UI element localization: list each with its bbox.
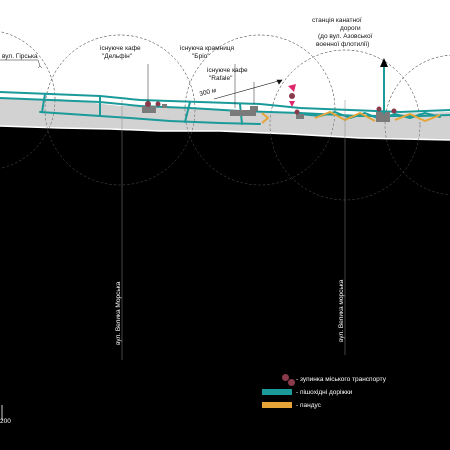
path-connector-1 <box>41 93 46 113</box>
legend-key-paths <box>262 387 294 399</box>
label-cable-station-line1: станція канатної <box>312 16 362 24</box>
arrowhead-icon <box>276 79 283 85</box>
legend-row-paths: - пішохідні доріжки <box>262 386 442 399</box>
legend-stop-icon-2 <box>288 378 295 386</box>
path-main-upper <box>0 91 450 113</box>
accent-markers <box>288 84 296 107</box>
map-legend: - зупинка міського транспорту - пішохідн… <box>262 373 442 412</box>
leader-girska-arrow-icon <box>37 65 43 69</box>
building-small-2 <box>296 114 304 119</box>
label-cafe-delfin-line2: "Дельфін" <box>102 52 133 60</box>
stop-marker-6 <box>391 108 397 114</box>
building-cafe-delfin <box>142 106 156 113</box>
label-cafe-delfin-line1: існуюче кафе <box>100 44 141 52</box>
transport-stops <box>145 93 397 115</box>
label-street-girska: вул. Гірська <box>2 52 38 60</box>
stop-marker-1 <box>145 101 151 107</box>
cable-arrow-icon <box>380 58 388 67</box>
shore-fringe <box>0 125 450 141</box>
scale-label: 200 <box>0 418 11 425</box>
legend-stop-icon-1 <box>282 373 289 381</box>
legend-row-stops: - зупинка міського транспорту <box>262 373 442 386</box>
label-cafe-rafale-line1: існуюче кафе <box>207 66 248 74</box>
legend-text-stops: - зупинка міського транспорту <box>296 376 386 383</box>
cable-car-line <box>380 58 388 114</box>
legend-key-stops <box>262 373 295 386</box>
path-lower-promenade <box>39 111 261 125</box>
building-small-1 <box>162 104 167 108</box>
building-cable-station <box>376 112 390 122</box>
building-cafe-rafale <box>250 106 258 111</box>
ramp-segment-1 <box>261 112 269 124</box>
buildings <box>142 104 390 122</box>
label-shop-brio-line2: "Бріо" <box>192 52 210 60</box>
label-cafe-rafale-line2: "Rafale" <box>209 75 233 82</box>
legend-text-ramp: - пандус <box>296 402 321 409</box>
pink-flag-icon <box>288 84 296 92</box>
leader-girska <box>0 59 41 67</box>
label-distance: 300 м <box>199 87 218 98</box>
legend-ramp-swatch <box>262 401 292 408</box>
path-connector-3 <box>184 101 191 123</box>
sea <box>0 126 450 450</box>
distance-line <box>213 79 283 100</box>
stop-marker-3 <box>289 93 295 99</box>
label-street-velyka-morska-1: вул. Велика Морська <box>115 281 122 345</box>
leader-lines <box>0 59 346 360</box>
legend-path-swatch <box>262 388 292 395</box>
building-shop-brio <box>230 110 256 116</box>
label-cable-station-line3: (до вул. Азовської <box>318 33 373 40</box>
label-street-velyka-morska-2: вул. Велика морська <box>338 279 345 342</box>
stop-marker-4 <box>294 109 300 115</box>
beach-strip <box>0 98 450 140</box>
radius-circle-sea-2 <box>44 34 196 186</box>
label-cable-station-line2: дороги <box>340 25 361 32</box>
label-shop-brio-line1: існуюча крамниця <box>180 44 235 52</box>
stop-marker-5 <box>376 106 382 112</box>
ramp-segment-3 <box>394 113 441 122</box>
stop-marker-2 <box>155 101 161 107</box>
legend-key-ramp <box>262 400 294 412</box>
distance-arrow <box>213 79 283 100</box>
label-cable-station-line4: военної флотилії) <box>316 40 369 48</box>
pink-triangle-icon <box>289 101 295 107</box>
legend-row-ramp: - пандус <box>262 399 442 412</box>
legend-text-paths: - пішохідні доріжки <box>296 389 353 396</box>
